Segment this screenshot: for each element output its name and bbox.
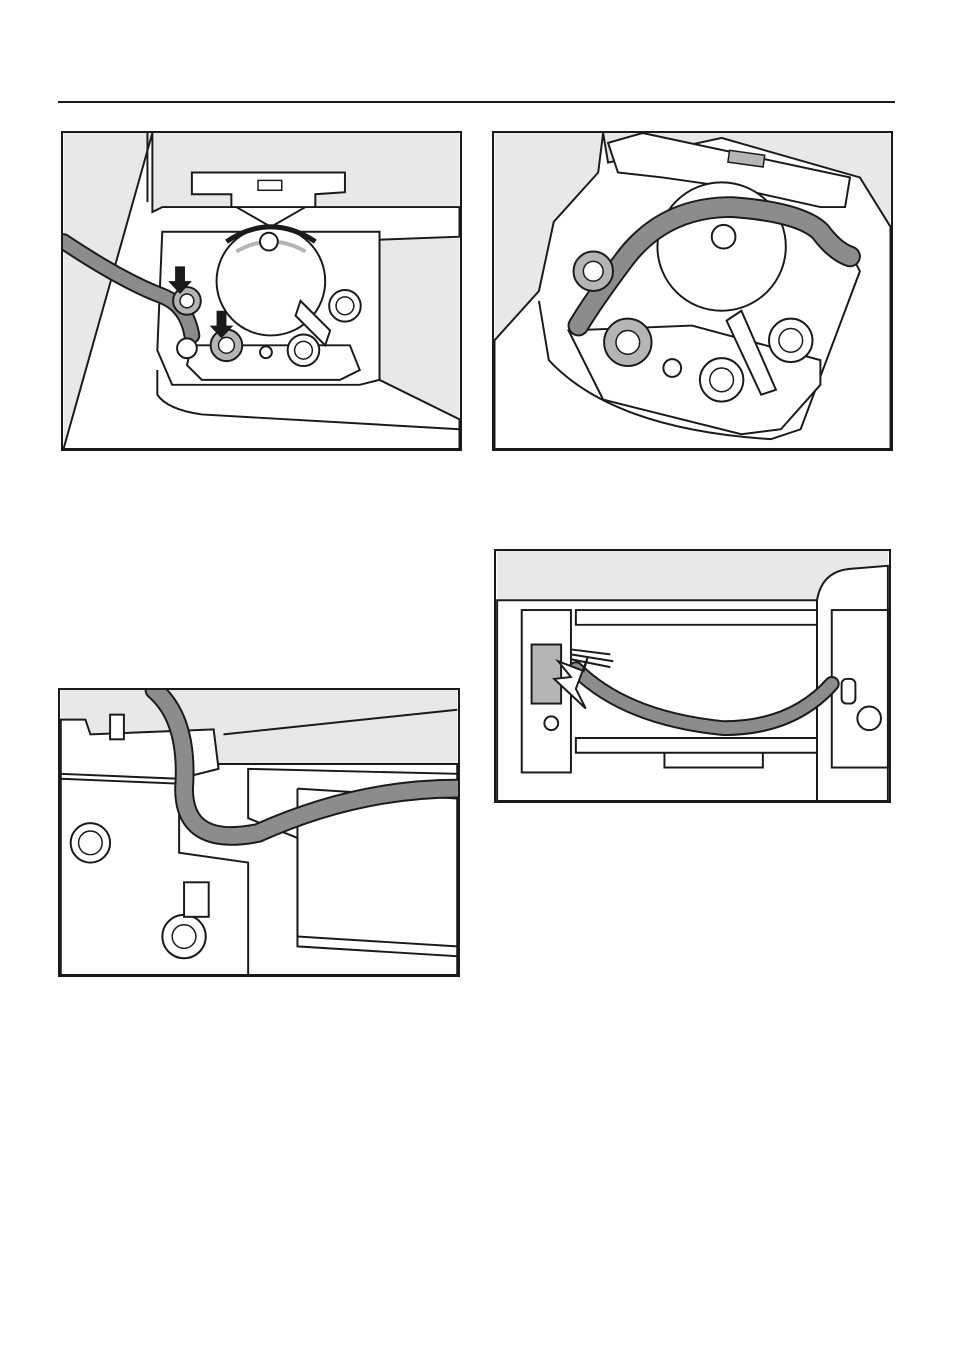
illustration-cable-under-bracket [58, 688, 460, 977]
illustration-route-cable [492, 131, 893, 451]
illustration-connect-plug [494, 549, 891, 803]
illustration-svg [60, 690, 458, 975]
illustration-svg [494, 133, 891, 449]
illustration-remove-screws [61, 131, 462, 451]
header-rule [58, 101, 895, 103]
illustration-svg [63, 133, 460, 449]
illustration-svg [496, 551, 889, 801]
